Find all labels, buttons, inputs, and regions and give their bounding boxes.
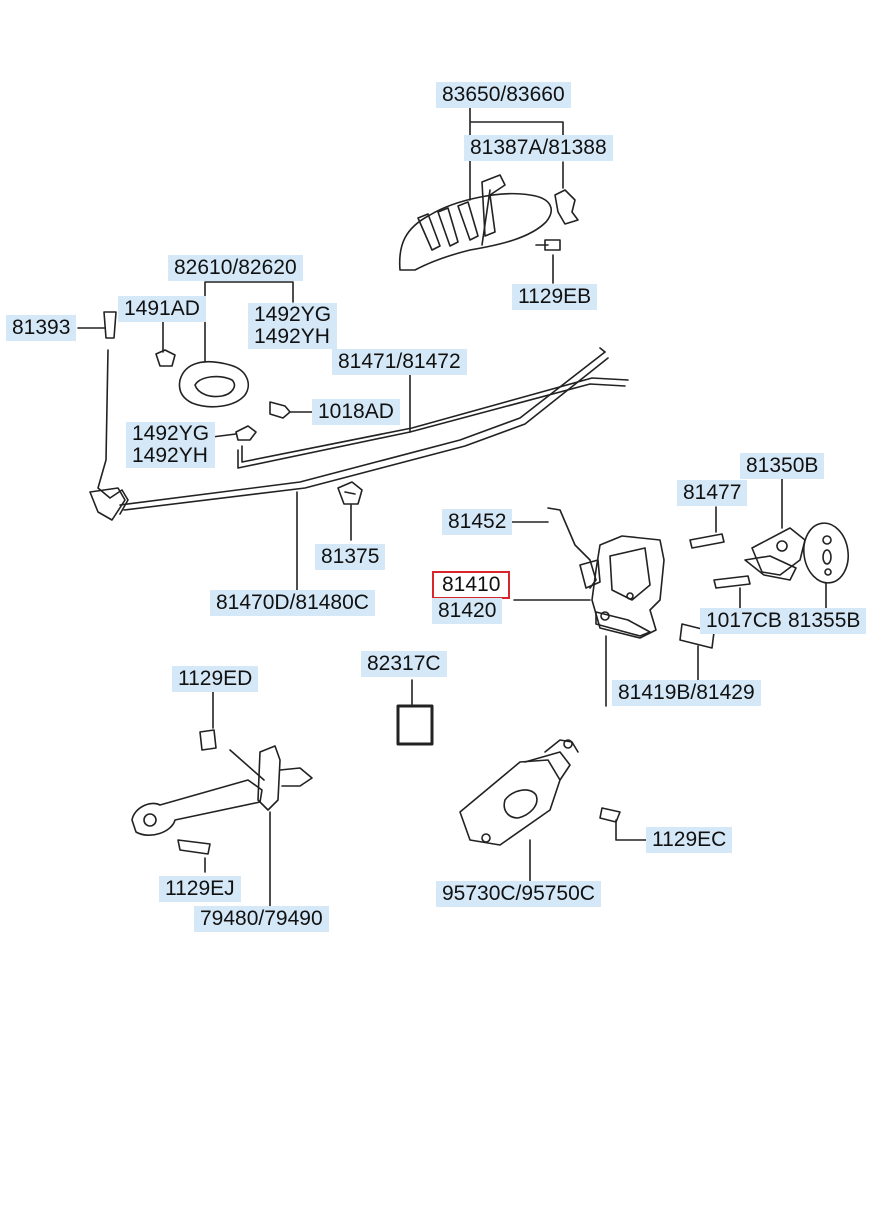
label-81470d[interactable]: 81470D/81480C bbox=[210, 590, 375, 616]
leader-1492yg-bot bbox=[211, 433, 237, 438]
outside-handle-drawing bbox=[398, 174, 579, 271]
label-81452[interactable]: 81452 bbox=[442, 509, 513, 535]
inside-handle-drawing bbox=[155, 349, 291, 441]
label-1129ej[interactable]: 1129EJ bbox=[159, 876, 241, 902]
plate-81355b-drawing bbox=[803, 522, 849, 584]
label-1492yh-bottom: 1492YH bbox=[132, 444, 208, 467]
label-82317c[interactable]: 82317C bbox=[361, 651, 447, 677]
actuator-drawing bbox=[459, 739, 579, 846]
label-1017cb[interactable]: 1017CB bbox=[700, 608, 788, 634]
label-1491ad[interactable]: 1491AD bbox=[118, 296, 206, 322]
label-81419b[interactable]: 81419B/81429 bbox=[612, 680, 761, 706]
screw-1017cb-drawing bbox=[713, 575, 751, 589]
label-81410-selected[interactable]: 81410 bbox=[432, 571, 511, 599]
label-83650[interactable]: 83650/83660 bbox=[436, 82, 571, 108]
label-1492yg-1492yh-bottom[interactable]: 1492YG 1492YH bbox=[126, 422, 216, 468]
label-81375[interactable]: 81375 bbox=[315, 544, 386, 570]
label-1129eb[interactable]: 1129EB bbox=[512, 284, 598, 310]
leader-1129ec bbox=[615, 819, 651, 841]
leader-82610 bbox=[204, 281, 294, 363]
label-95730c[interactable]: 95730C/95750C bbox=[436, 881, 601, 907]
bolt-1129ec-drawing bbox=[599, 807, 621, 823]
label-81471[interactable]: 81471/81472 bbox=[332, 349, 467, 375]
label-81350b[interactable]: 81350B bbox=[740, 453, 825, 479]
label-1018ad[interactable]: 1018AD bbox=[312, 399, 400, 425]
label-81477[interactable]: 81477 bbox=[677, 480, 748, 506]
label-1492yg-top: 1492YG bbox=[254, 303, 332, 326]
label-82610[interactable]: 82610/82620 bbox=[168, 255, 303, 281]
checker-drawing bbox=[131, 729, 313, 855]
bolt-81477-drawing bbox=[689, 533, 725, 549]
label-81420[interactable]: 81420 bbox=[432, 598, 503, 624]
label-1492yg-bottom: 1492YG bbox=[132, 422, 210, 445]
label-1129ec[interactable]: 1129EC bbox=[646, 827, 733, 853]
striker-drawing bbox=[744, 527, 806, 581]
latch-drawing bbox=[547, 507, 665, 639]
clip-81375-drawing bbox=[337, 481, 363, 505]
rod-81393-drawing bbox=[89, 311, 129, 521]
label-81355b[interactable]: 81355B bbox=[782, 608, 867, 634]
label-79480[interactable]: 79480/79490 bbox=[194, 906, 329, 932]
label-1492yg-1492yh-top[interactable]: 1492YG 1492YH bbox=[248, 303, 338, 349]
label-81387a[interactable]: 81387A/81388 bbox=[464, 135, 613, 161]
pad-82317c-drawing bbox=[396, 704, 434, 746]
label-1129ed[interactable]: 1129ED bbox=[172, 666, 259, 692]
label-81393[interactable]: 81393 bbox=[6, 315, 77, 341]
label-1492yh-top: 1492YH bbox=[254, 325, 330, 348]
